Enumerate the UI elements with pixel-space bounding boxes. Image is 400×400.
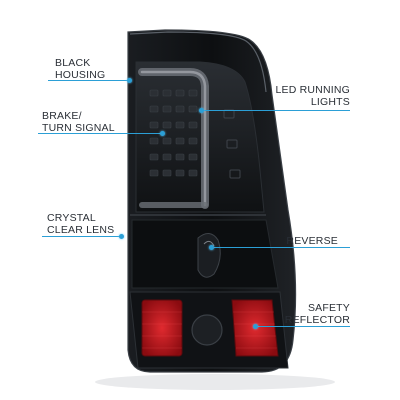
leader-black-housing [48, 80, 130, 81]
upper-lens [135, 61, 265, 213]
dot-safety-reflector [253, 324, 258, 329]
dot-reverse [209, 245, 214, 250]
dot-brake-turn-signal [160, 131, 165, 136]
leader-safety-reflector [256, 326, 350, 327]
floor-shadow [95, 374, 335, 390]
dot-black-housing [127, 78, 132, 83]
dot-crystal-clear-lens [119, 234, 124, 239]
callout-brake-turn-signal: BRAKE/ TURN SIGNAL [42, 110, 115, 134]
leader-led-running-lights [202, 110, 350, 111]
leader-crystal-clear-lens [42, 236, 122, 237]
reverse-bulb [197, 233, 221, 278]
callout-reverse: REVERSE [286, 235, 338, 247]
dot-led-running-lights [199, 108, 204, 113]
callout-crystal-clear-lens: CRYSTAL CLEAR LENS [47, 212, 115, 236]
callout-led-running-lights: LED RUNNING LIGHTS [275, 84, 350, 108]
callout-black-housing: BLACK HOUSING [55, 57, 106, 81]
left-reflector [141, 299, 183, 357]
led-grid [149, 89, 198, 177]
center-lens [191, 314, 223, 346]
leader-brake-turn-signal [38, 133, 162, 134]
callout-safety-reflector: SAFETY REFLECTOR [284, 302, 350, 326]
leader-reverse [212, 247, 350, 248]
